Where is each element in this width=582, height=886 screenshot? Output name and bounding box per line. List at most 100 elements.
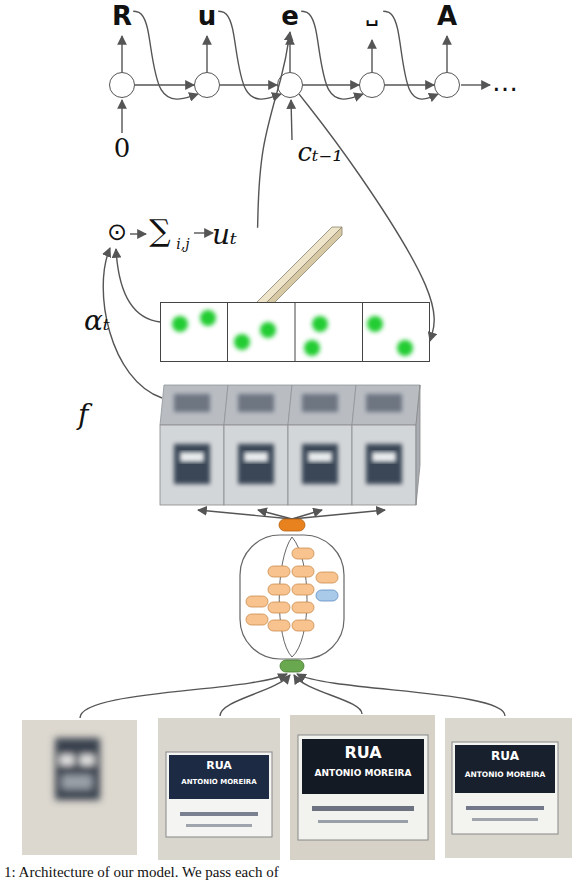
- input-arrow: [291, 100, 292, 140]
- feature-sign-text: [244, 452, 268, 462]
- sign-line: [186, 824, 252, 827]
- feature-wire: [103, 248, 162, 398]
- input-arrow: [121, 100, 122, 133]
- cnn-arrow: [198, 510, 292, 519]
- sign-panel: [455, 745, 555, 793]
- street-sign: [298, 735, 428, 840]
- initial-input: 0: [114, 134, 131, 163]
- input-layer: [280, 660, 304, 672]
- math-symbol: αₜ: [84, 306, 110, 337]
- sign-line: [472, 818, 538, 821]
- feature-top: [352, 385, 420, 425]
- image-arrow: [220, 675, 290, 716]
- bar-side: [262, 227, 342, 315]
- rnn-cell: A: [431, 0, 463, 100]
- attention-spot: [304, 340, 320, 356]
- feature-sign: [238, 444, 274, 484]
- attention-spot: [260, 322, 276, 338]
- attention-spot: [397, 340, 413, 356]
- output-arrow: [289, 36, 290, 72]
- ellipsis: …: [492, 68, 518, 97]
- output-arrow: [446, 36, 447, 72]
- cnn-layers: [246, 548, 338, 631]
- recurrent-arrow: [461, 84, 490, 85]
- photo: [445, 718, 572, 858]
- connector-arrow: [135, 84, 194, 85]
- attention-map: αₜ: [160, 302, 430, 362]
- sign-panel: [302, 739, 424, 794]
- product-arrow: [130, 233, 146, 234]
- layer: [292, 566, 314, 577]
- layer: [292, 548, 314, 559]
- sign-line: [180, 812, 258, 816]
- rnn-cell: u: [191, 0, 223, 100]
- cell-circle: [434, 72, 460, 98]
- feature-texture: [302, 394, 338, 412]
- previous-character: cₜ₋₁: [297, 138, 342, 167]
- attention-map-shape: [160, 302, 430, 362]
- feature-texture: [174, 394, 210, 412]
- product-symbol: ⊙: [107, 219, 127, 245]
- sign-line: [318, 820, 408, 823]
- layer: [268, 566, 290, 577]
- photo: [158, 718, 280, 860]
- sum-index: i,j: [176, 237, 189, 252]
- output-character: ␣: [356, 0, 388, 32]
- image-arrow: [294, 675, 362, 714]
- cell-circle: [359, 72, 385, 98]
- feature-top: [224, 385, 292, 425]
- feature-top: [288, 385, 356, 425]
- layer: [268, 584, 290, 595]
- feature-texture: [366, 394, 402, 412]
- output-character: A: [431, 0, 463, 32]
- photo: [22, 720, 137, 855]
- map-divider: [362, 302, 363, 362]
- layer: [246, 614, 268, 625]
- blurry-sign: [55, 738, 100, 800]
- cell-circle: [194, 72, 220, 98]
- cnn-arrow: [292, 510, 385, 519]
- connector-arrow: [218, 11, 281, 99]
- connector-arrow: [220, 84, 277, 85]
- cnn-arrow: [258, 510, 292, 519]
- output-character: R: [106, 0, 138, 32]
- sign-line: [312, 806, 414, 811]
- feature-sign: [366, 444, 402, 484]
- output-arrows: [80, 36, 505, 718]
- output-layer: [279, 519, 305, 531]
- map-frame: [161, 303, 430, 362]
- math-symbol: uₜ: [212, 220, 237, 251]
- feature-block-shape: [160, 382, 420, 507]
- feature-top: [160, 385, 228, 425]
- connector-arrow: [303, 84, 359, 85]
- sign-text: ANTONIO MOREIRA: [465, 771, 546, 779]
- feature-slice: [160, 425, 224, 505]
- photo: [290, 715, 435, 860]
- output-arrow: [371, 40, 372, 72]
- layer: [292, 620, 314, 631]
- connector-arrow: [133, 11, 198, 99]
- attention-spot: [200, 310, 216, 326]
- sign-text: RUA: [206, 760, 232, 772]
- layer: [292, 602, 314, 613]
- rnn-cell: ␣: [356, 0, 388, 100]
- rnn-cell: R: [106, 0, 138, 100]
- layer-blue: [316, 590, 338, 601]
- attention-spot: [312, 316, 328, 332]
- attention-spot: [234, 334, 250, 350]
- feature-side: [416, 385, 420, 505]
- bar-face: [252, 227, 342, 307]
- feature-sign: [302, 444, 338, 484]
- cell-circle: [109, 72, 135, 98]
- layer: [316, 572, 338, 583]
- sign-text: ANTONIO MOREIRA: [315, 769, 412, 779]
- feature-sign: [174, 444, 210, 484]
- feature-sign-text: [308, 452, 332, 462]
- attention-wire: [116, 249, 160, 322]
- caption: 1: Architecture of our model. We pass ea…: [4, 864, 279, 881]
- layer: [268, 602, 290, 613]
- sum-symbol: ∑: [149, 214, 170, 247]
- map-divider: [295, 302, 296, 362]
- street-sign: [452, 742, 558, 834]
